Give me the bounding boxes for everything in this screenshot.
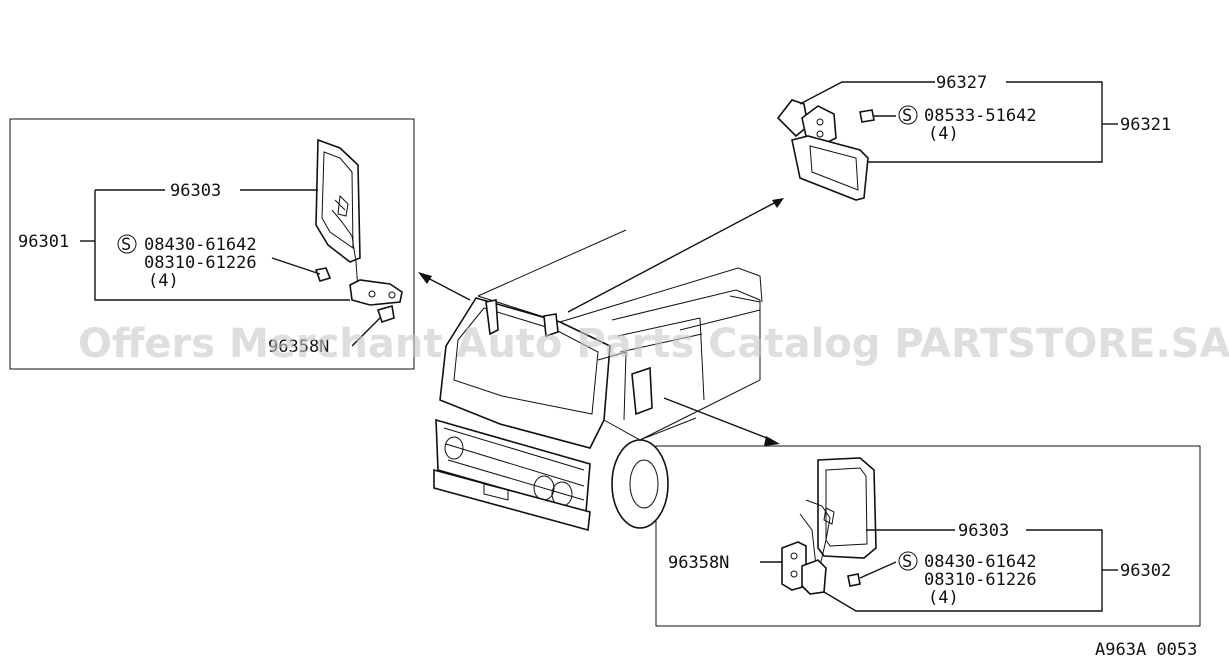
bottom-right-bracket-part-no: 96358N [668, 553, 729, 573]
bottom-right-screw-part-no-2: 08310-61226 [924, 570, 1037, 590]
left-screw-qty: (4) [148, 271, 179, 291]
left-screw-part-no-1: 08430-61642 [144, 235, 257, 255]
left-assembly-bracket [94, 190, 350, 301]
left-assembly-box [9, 118, 415, 370]
bottom-right-screw-leader [859, 561, 897, 579]
bottom-right-mirror-leader [823, 529, 1103, 612]
van-drawing [433, 229, 763, 532]
left-mirror-drawing [314, 138, 403, 324]
top-right-assembly-part-no: 96321 [1120, 115, 1171, 135]
left-screw-symbol: S [121, 235, 131, 255]
top-right-screw-qty: (4) [928, 124, 959, 144]
top-right-screw-symbol: S [902, 106, 912, 126]
bottom-right-screw-symbol-icon [898, 551, 918, 571]
top-right-screw-part-no: 08533-51642 [924, 106, 1037, 126]
bottom-right-assembly-box [655, 445, 1201, 627]
bottom-right-mirror-drawing [781, 457, 877, 595]
top-right-mirror-leader [799, 81, 1103, 163]
bottom-right-mirror-part-no: 96303 [958, 521, 1009, 541]
top-right-screw-symbol-icon [898, 105, 918, 125]
left-assembly-part-no: 96301 [18, 232, 69, 252]
arrow-to-top-right-assembly [567, 198, 784, 313]
left-screw-part-no-2: 08310-61226 [144, 253, 257, 273]
arrow-to-bottom-right-assembly [663, 397, 780, 446]
top-right-mirror-drawing [776, 99, 875, 201]
bottom-right-assembly-part-no: 96302 [1120, 561, 1171, 581]
bottom-right-screw-part-no-1: 08430-61642 [924, 552, 1037, 572]
bottom-right-screw-qty: (4) [928, 588, 959, 608]
left-bracket-part-no: 96358N [268, 337, 329, 357]
arrow-to-left-assembly [418, 272, 471, 301]
top-right-mirror-part-no: 96327 [936, 73, 987, 93]
left-bracket-leader [351, 317, 381, 347]
watermark: Offers Merchant Auto Parts Catalog PARTS… [78, 321, 1229, 367]
left-mirror-part-no: 96303 [170, 181, 221, 201]
left-screw-leader [271, 257, 321, 275]
left-screw-symbol-icon [117, 234, 137, 254]
diagram-code: A963A 0053 [1095, 640, 1197, 660]
bottom-right-screw-symbol: S [902, 552, 912, 572]
